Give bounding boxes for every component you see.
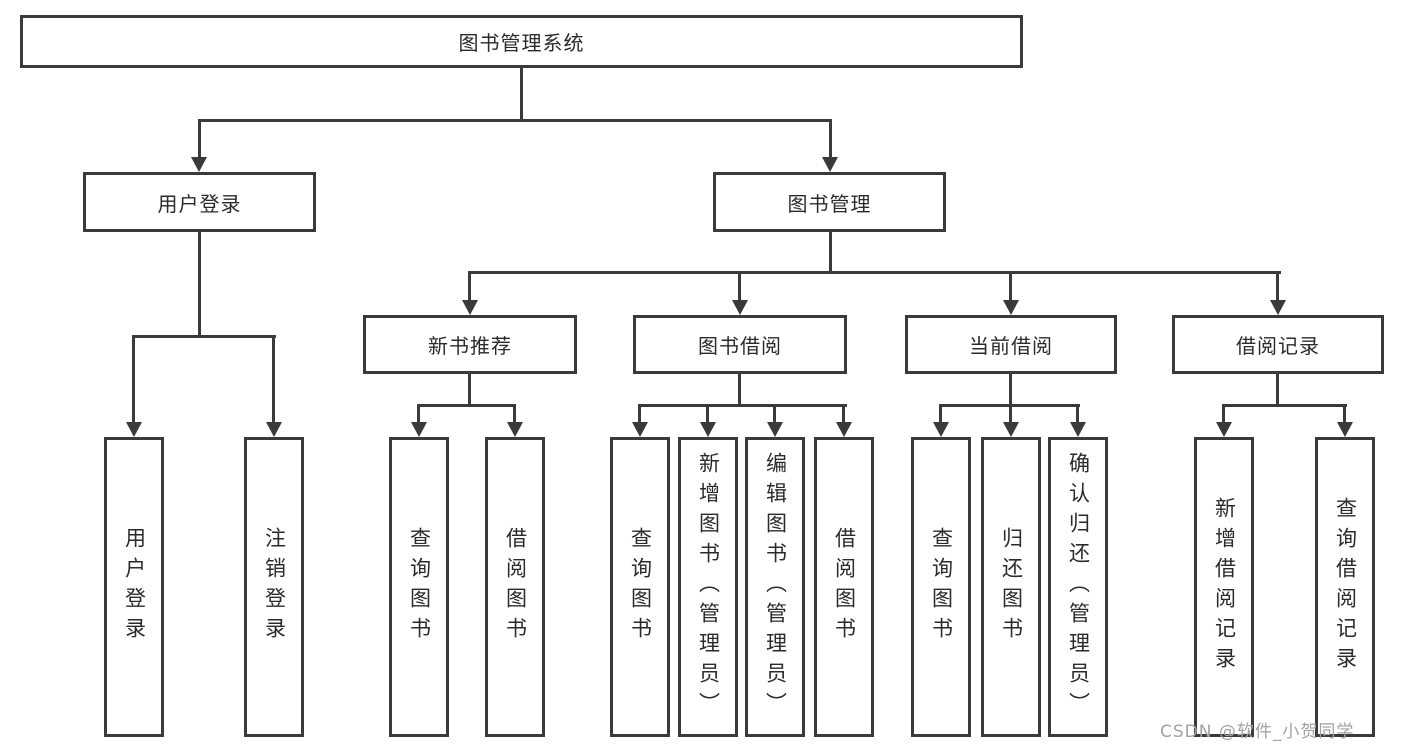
connector-drop-leaf	[132, 335, 135, 424]
connector-drop-book-management	[829, 119, 832, 160]
arrow-down-icon	[632, 422, 648, 437]
connector-borrow-records-bar	[1222, 404, 1347, 407]
connector-book-management-stub	[829, 232, 832, 274]
arrow-down-icon	[1003, 300, 1019, 315]
node-library-management-system: 图书管理系统	[20, 15, 1023, 68]
node-book-borrow: 图书借阅	[633, 315, 847, 374]
connector-drop-leaf	[1076, 404, 1079, 424]
connector-drop-leaf	[417, 404, 420, 424]
connector-user-login-stub	[198, 232, 201, 338]
connector-drop-leaf	[1222, 404, 1225, 424]
arrow-down-icon	[836, 422, 852, 437]
node-label: 图书管理	[787, 191, 872, 216]
node-label: 当前借阅	[969, 334, 1053, 358]
node-borrow-records: 借阅记录	[1172, 315, 1384, 374]
leaf-query-borrow-record: 查询借阅记录	[1315, 437, 1375, 737]
connector-drop-user-login	[198, 119, 201, 160]
leaf-label: 查询借阅记录	[1333, 497, 1358, 677]
node-label: 新书推荐	[428, 334, 512, 358]
arrow-down-icon	[1070, 422, 1086, 437]
connector-current-borrow-stub	[1009, 374, 1012, 407]
csdn-watermark: CSDN @软件_小贺同学	[1160, 722, 1355, 742]
connector-drop-borrow-records	[1276, 271, 1279, 302]
leaf-query-books-borrow: 查询图书	[610, 437, 670, 737]
leaf-user-login: 用户登录	[104, 437, 164, 737]
leaf-label: 注销登录	[262, 527, 287, 647]
arrow-down-icon	[126, 422, 142, 437]
arrow-down-icon	[767, 422, 783, 437]
arrow-down-icon	[933, 422, 949, 437]
leaf-add-books-admin: 新增图书（管理员）	[678, 437, 738, 737]
arrow-down-icon	[1216, 422, 1232, 437]
arrow-down-icon	[266, 422, 282, 437]
connector-drop-leaf	[773, 404, 776, 424]
node-label: 用户登录	[157, 191, 242, 216]
leaf-return-books: 归还图书	[981, 437, 1041, 737]
node-new-book-recommend: 新书推荐	[363, 315, 577, 374]
node-book-management: 图书管理	[713, 172, 946, 232]
connector-drop-leaf	[638, 404, 641, 424]
leaf-borrow-books: 借阅图书	[814, 437, 874, 737]
arrow-down-icon	[1270, 300, 1286, 315]
node-label: 图书管理系统	[458, 31, 585, 55]
leaf-label: 归还图书	[999, 527, 1024, 647]
leaf-label: 确认归还（管理员）	[1066, 452, 1091, 722]
connector-drop-leaf	[1009, 404, 1012, 424]
arrow-down-icon	[1003, 422, 1019, 437]
leaf-label: 查询图书	[929, 527, 954, 647]
leaf-query-books-recommend: 查询图书	[389, 437, 449, 737]
node-label: 图书借阅	[698, 334, 782, 358]
leaf-label: 查询图书	[628, 527, 653, 647]
arrow-down-icon	[411, 422, 427, 437]
connector-drop-leaf	[272, 335, 275, 424]
arrow-down-icon	[822, 157, 838, 172]
connector-new-book-bar	[417, 404, 516, 407]
connector-book-borrow-stub	[738, 374, 741, 407]
arrow-down-icon	[507, 422, 523, 437]
connector-level2-bar	[468, 271, 1281, 274]
connector-book-borrow-bar	[638, 404, 847, 407]
connector-drop-new-book-recommend	[468, 271, 471, 302]
leaf-borrow-books-recommend: 借阅图书	[485, 437, 545, 737]
arrow-down-icon	[1337, 422, 1353, 437]
leaf-add-borrow-record: 新增借阅记录	[1194, 437, 1254, 737]
leaf-label: 查询图书	[407, 527, 432, 647]
connector-drop-leaf	[939, 404, 942, 424]
connector-drop-leaf	[1343, 404, 1346, 424]
leaf-label: 借阅图书	[503, 527, 528, 647]
connector-level1-bar	[198, 119, 832, 122]
leaf-label: 新增借阅记录	[1212, 497, 1237, 677]
node-current-borrow: 当前借阅	[905, 315, 1117, 374]
connector-root-stub	[520, 68, 523, 122]
leaf-query-books-current: 查询图书	[911, 437, 971, 737]
leaf-edit-books-admin: 编辑图书（管理员）	[745, 437, 805, 737]
connector-user-login-bar	[132, 335, 276, 338]
connector-drop-current-borrow	[1009, 271, 1012, 302]
node-label: 借阅记录	[1236, 334, 1320, 358]
connector-drop-leaf	[842, 404, 845, 424]
arrow-down-icon	[700, 422, 716, 437]
arrow-down-icon	[462, 300, 478, 315]
connector-drop-leaf	[706, 404, 709, 424]
connector-new-book-stub	[468, 374, 471, 407]
node-user-login: 用户登录	[83, 172, 316, 232]
leaf-label: 用户登录	[122, 527, 147, 647]
arrow-down-icon	[732, 300, 748, 315]
arrow-down-icon	[191, 157, 207, 172]
leaf-label: 新增图书（管理员）	[696, 452, 721, 722]
connector-drop-leaf	[513, 404, 516, 424]
leaf-label: 编辑图书（管理员）	[763, 452, 788, 722]
leaf-label: 借阅图书	[832, 527, 857, 647]
connector-borrow-records-stub	[1276, 374, 1279, 407]
leaf-logout: 注销登录	[244, 437, 304, 737]
connector-drop-book-borrow	[738, 271, 741, 302]
leaf-confirm-return-admin: 确认归还（管理员）	[1048, 437, 1108, 737]
